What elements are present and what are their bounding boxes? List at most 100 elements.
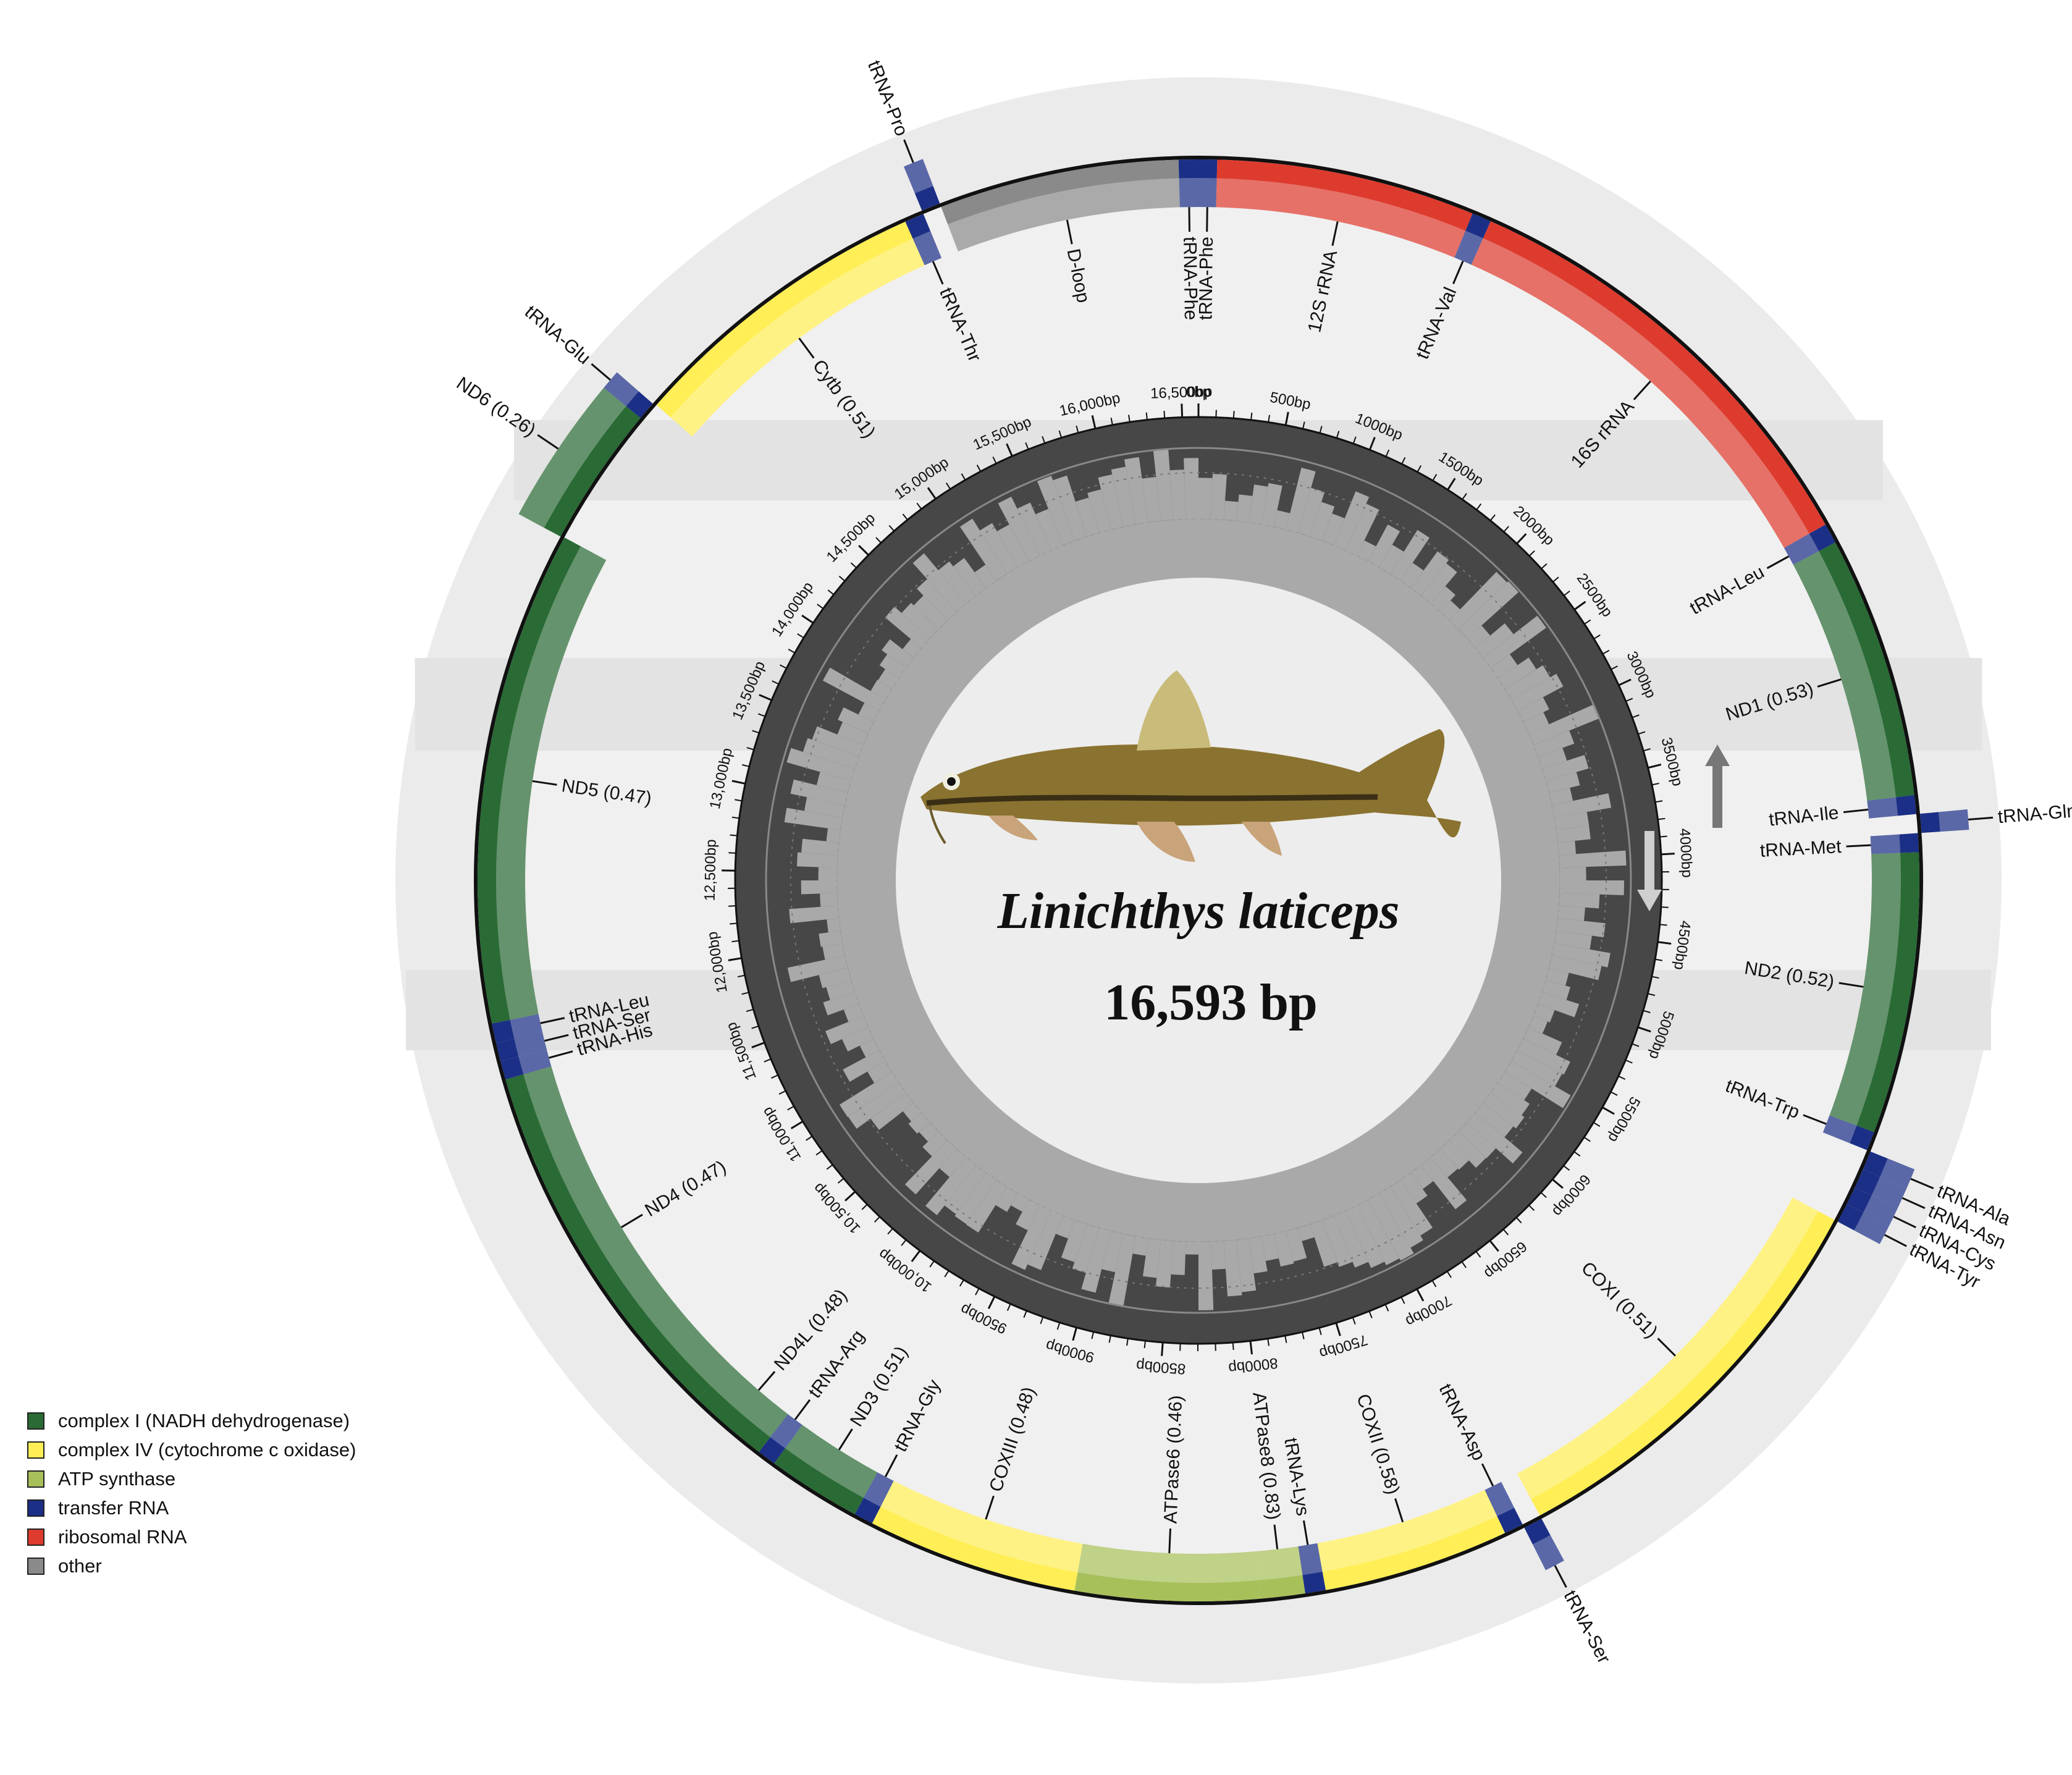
tick-mark <box>1006 1304 1011 1311</box>
tick-mark <box>741 992 749 995</box>
gc-bar <box>790 779 848 806</box>
label-leader <box>1188 207 1190 232</box>
gc-bar <box>1557 840 1577 856</box>
feature-label: tRNA-Glu <box>521 301 594 368</box>
tick-mark <box>1648 763 1662 769</box>
tick-mark <box>1462 493 1467 500</box>
gc-bar <box>1223 1239 1242 1297</box>
gc-bar <box>1505 1061 1571 1108</box>
gc-bar <box>818 867 838 880</box>
feature-label: tRNA-Phe <box>1195 237 1217 320</box>
tick-mark <box>1128 415 1131 423</box>
gc-bar <box>1016 1199 1040 1231</box>
legend-swatch <box>27 1528 44 1546</box>
tick-mark <box>817 604 824 609</box>
gc-bar <box>839 1072 899 1118</box>
gc-bar <box>1559 867 1586 880</box>
gc-bar <box>1458 1122 1496 1159</box>
tick-mark <box>1461 1261 1467 1268</box>
gc-bar <box>925 1157 976 1215</box>
gc-bar <box>1037 476 1075 546</box>
tick-mark <box>1431 1280 1437 1288</box>
feature-highlight <box>1532 1535 1564 1571</box>
label-leader <box>1910 1178 1934 1189</box>
feature-trna-4 <box>1784 524 1835 565</box>
gc-bar <box>914 596 948 630</box>
feature-atp_synthase-21 <box>1074 1543 1261 1601</box>
fish-dorsal-fin <box>1137 670 1211 751</box>
feature-complex_I-27 <box>505 1066 731 1399</box>
gc-bar <box>1334 1210 1368 1268</box>
tick-mark <box>888 525 895 532</box>
gc-bar <box>1345 1205 1385 1268</box>
gc-bar <box>858 702 880 722</box>
tick-mark <box>826 1164 833 1170</box>
label-leader <box>1273 1524 1279 1549</box>
tick-mark <box>1489 514 1496 521</box>
tick-mark <box>1006 443 1013 457</box>
gc-bar <box>1533 1004 1555 1022</box>
tick-mark <box>1528 1205 1535 1211</box>
feature-trna-11 <box>1863 1151 1915 1189</box>
fish-illustration <box>920 670 1461 862</box>
gc-bar <box>842 1027 874 1052</box>
gc-bar <box>819 968 851 989</box>
tick-mark <box>797 633 804 639</box>
gc-bar <box>870 1092 914 1130</box>
gc-bar <box>1249 1236 1268 1274</box>
gc-bar <box>1390 1179 1433 1236</box>
gc-bar <box>938 561 976 604</box>
gc-bar <box>1549 788 1573 806</box>
gc-bar <box>1410 1165 1434 1189</box>
tick-label: 16,500bp <box>1150 383 1213 402</box>
gc-bar <box>1523 712 1549 734</box>
feature-complex_IV-15 <box>1517 1197 1835 1516</box>
gc-bar <box>1368 1193 1414 1261</box>
feature-highlight <box>1179 178 1198 208</box>
label-leader <box>1838 982 1864 988</box>
tick-mark <box>1352 436 1357 444</box>
tick-mark <box>1552 576 1559 583</box>
genome-length: 16,593 bp <box>1104 974 1317 1031</box>
legend-item: other <box>27 1551 497 1580</box>
gc-bar <box>843 1050 886 1082</box>
tick-mark <box>1446 1271 1452 1278</box>
fish-barbel <box>929 806 946 845</box>
gc-bar <box>919 1122 939 1142</box>
feature-complex_I-5 <box>1793 542 1914 801</box>
tick-mark <box>1573 1151 1581 1157</box>
tick-mark <box>1602 649 1610 655</box>
tick-mark <box>772 680 780 685</box>
gc-bar <box>1556 918 1606 938</box>
legend-item: ATP synthase <box>27 1464 497 1493</box>
label-leader <box>1554 1565 1567 1588</box>
strand-arrow-reverse <box>1637 831 1662 911</box>
feature-highlight <box>604 372 639 407</box>
feature-trna-30 <box>492 1014 543 1043</box>
gc-bar <box>1475 1103 1514 1137</box>
feature-trna-13 <box>1847 1187 1898 1226</box>
tick-mark <box>806 1136 813 1141</box>
feature-highlight <box>1198 178 1217 208</box>
feature-highlight <box>880 1480 1083 1573</box>
gc-bar <box>1475 623 1514 658</box>
tick-mark <box>1476 503 1482 510</box>
legend-label: ribosomal RNA <box>58 1525 187 1548</box>
feature-rrna-3 <box>1471 221 1826 548</box>
gc-inner-dotted-ring <box>836 518 1560 1242</box>
legend-item: ribosomal RNA <box>27 1522 497 1551</box>
tick-mark <box>1025 442 1029 450</box>
tick-label: 12,500bp <box>702 839 720 901</box>
label-leader <box>1817 678 1842 688</box>
tick-mark <box>929 1260 935 1268</box>
label-leader <box>1901 1197 1926 1209</box>
feature-highlight <box>1216 178 1466 258</box>
tick-mark <box>1502 1229 1509 1236</box>
feature-label: tRNA-Pro <box>864 57 912 138</box>
feature-trna-6 <box>1867 795 1917 819</box>
feature-highlight <box>903 159 933 194</box>
gc-bar <box>1185 1241 1198 1255</box>
tick-mark <box>1432 474 1438 481</box>
gc-bar <box>1557 905 1585 921</box>
tick-mark <box>911 1250 921 1262</box>
